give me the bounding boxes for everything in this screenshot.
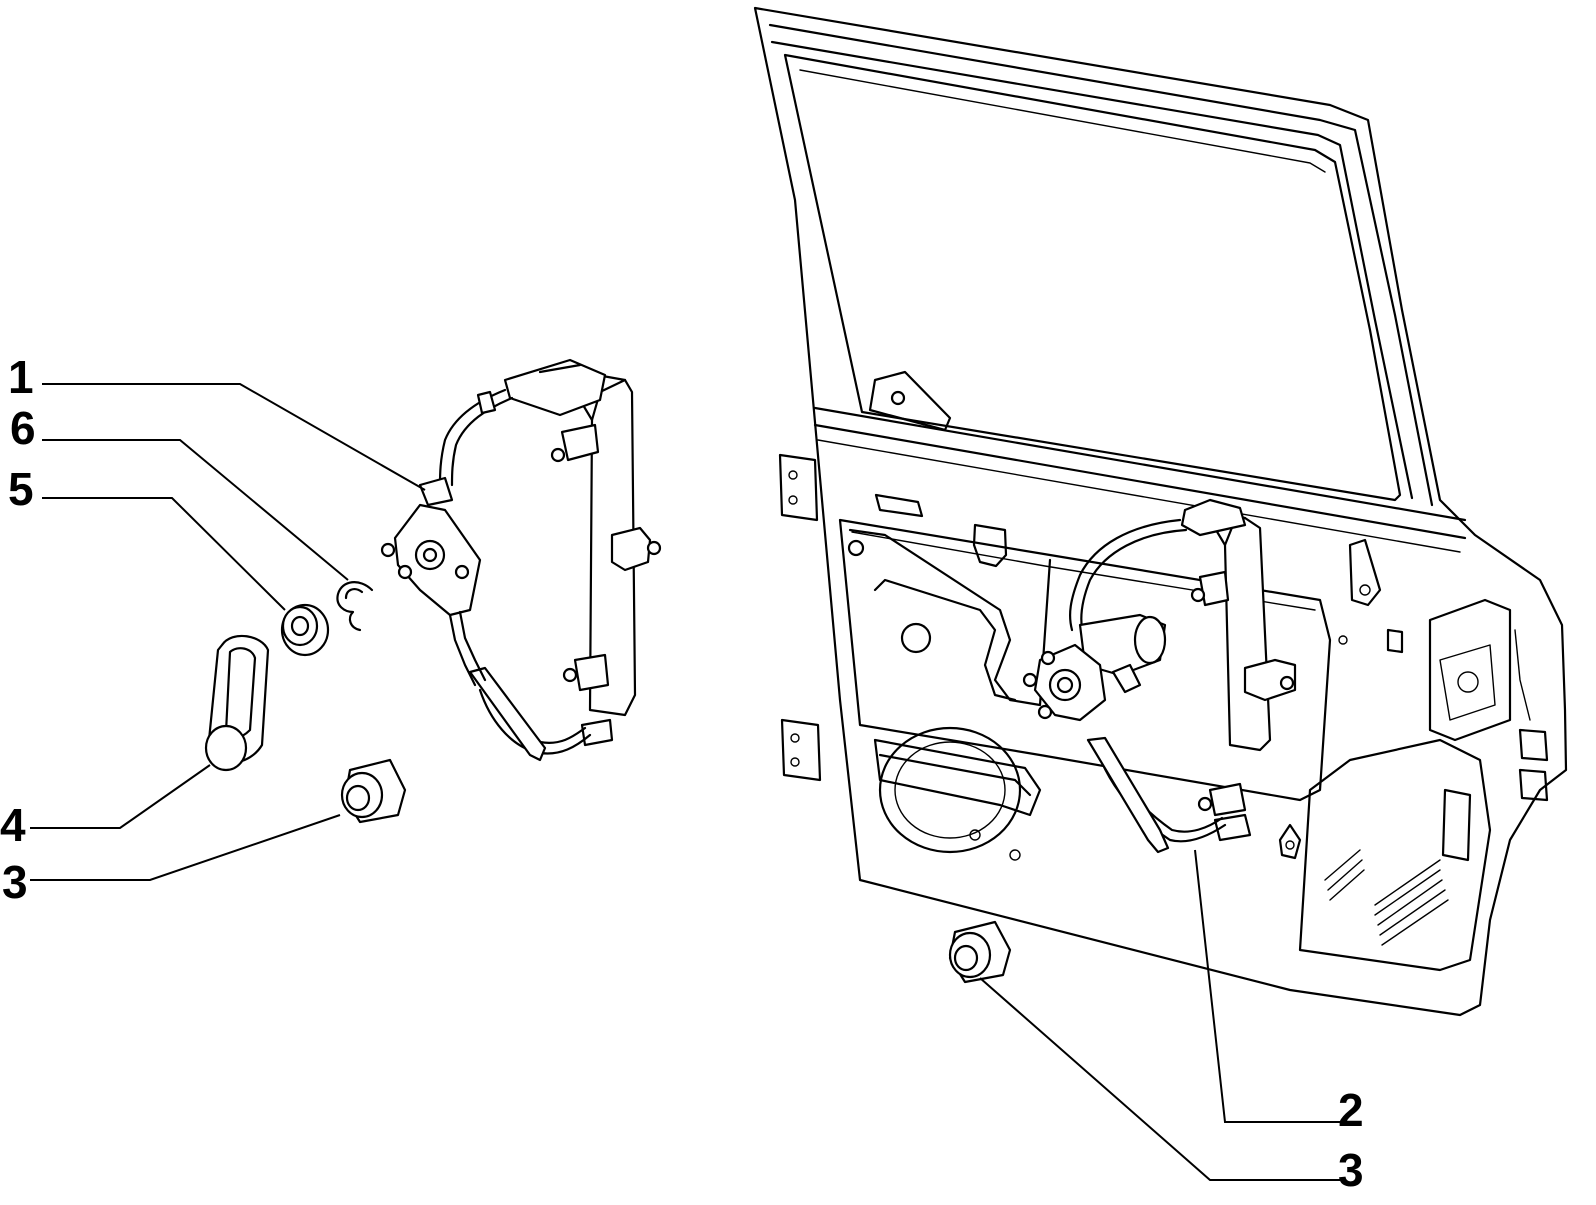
leader-2 [1194,849,1340,1123]
callout-5: 5 [8,463,34,515]
retaining-clip [336,581,374,632]
callout-6: 6 [10,402,36,454]
window-regulator-electric [1022,498,1297,854]
window-crank-handle [204,634,270,772]
door-panel [753,6,1568,1017]
leader-1 [42,383,426,491]
leader-3-right [979,977,1340,1181]
callout-4: 4 [0,799,26,851]
callout-2: 2 [1338,1084,1364,1136]
leader-3-left [30,814,341,881]
leader-6 [42,439,349,581]
leader-4 [30,764,211,829]
grommet-nut-right [948,920,1012,984]
grommet-nut-left [340,758,407,824]
callout-1: 1 [8,351,34,403]
leader-lines [30,383,1340,1181]
leader-5 [42,497,286,611]
window-regulator-manual [380,358,662,762]
spacer-washer [280,603,330,657]
callout-3-right: 3 [1338,1144,1364,1196]
callout-3-left: 3 [2,856,28,908]
